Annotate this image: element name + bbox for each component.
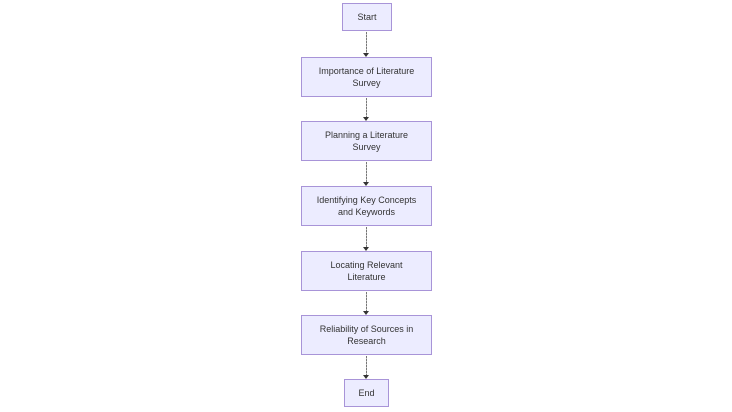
flow-arrow <box>363 162 369 186</box>
node-label: Planning a Literature Survey <box>324 130 409 152</box>
flowchart-node-planning: Planning a Literature Survey <box>301 121 432 161</box>
flowchart-node-identifying: Identifying Key Concepts and Keywords <box>301 186 432 226</box>
arrowhead-icon <box>363 311 369 315</box>
arrowhead-icon <box>363 247 369 251</box>
arrowhead-icon <box>363 117 369 121</box>
arrow-line <box>366 98 367 117</box>
arrow-line <box>366 356 367 375</box>
flowchart-node-importance: Importance of Literature Survey <box>301 57 432 97</box>
node-label: Identifying Key Concepts and Keywords <box>316 195 417 217</box>
flow-arrow <box>363 32 369 57</box>
flowchart-node-reliability: Reliability of Sources in Research <box>301 315 432 355</box>
arrowhead-icon <box>363 375 369 379</box>
flowchart-node-end: End <box>344 379 389 407</box>
flowchart-node-locating: Locating Relevant Literature <box>301 251 432 291</box>
node-label: End <box>358 388 375 398</box>
arrow-line <box>366 227 367 247</box>
flow-arrow <box>363 98 369 121</box>
node-label: Reliability of Sources in Research <box>319 324 414 346</box>
flow-arrow <box>363 356 369 379</box>
flow-arrow <box>363 292 369 315</box>
flow-arrow <box>363 227 369 251</box>
arrow-line <box>366 292 367 311</box>
arrow-line <box>366 162 367 182</box>
node-label: Importance of Literature Survey <box>318 66 415 88</box>
arrow-line <box>366 32 367 53</box>
arrowhead-icon <box>363 53 369 57</box>
node-label: Start <box>357 12 377 22</box>
arrowhead-icon <box>363 182 369 186</box>
node-label: Locating Relevant Literature <box>330 260 403 282</box>
flowchart-node-start: Start <box>342 3 392 31</box>
